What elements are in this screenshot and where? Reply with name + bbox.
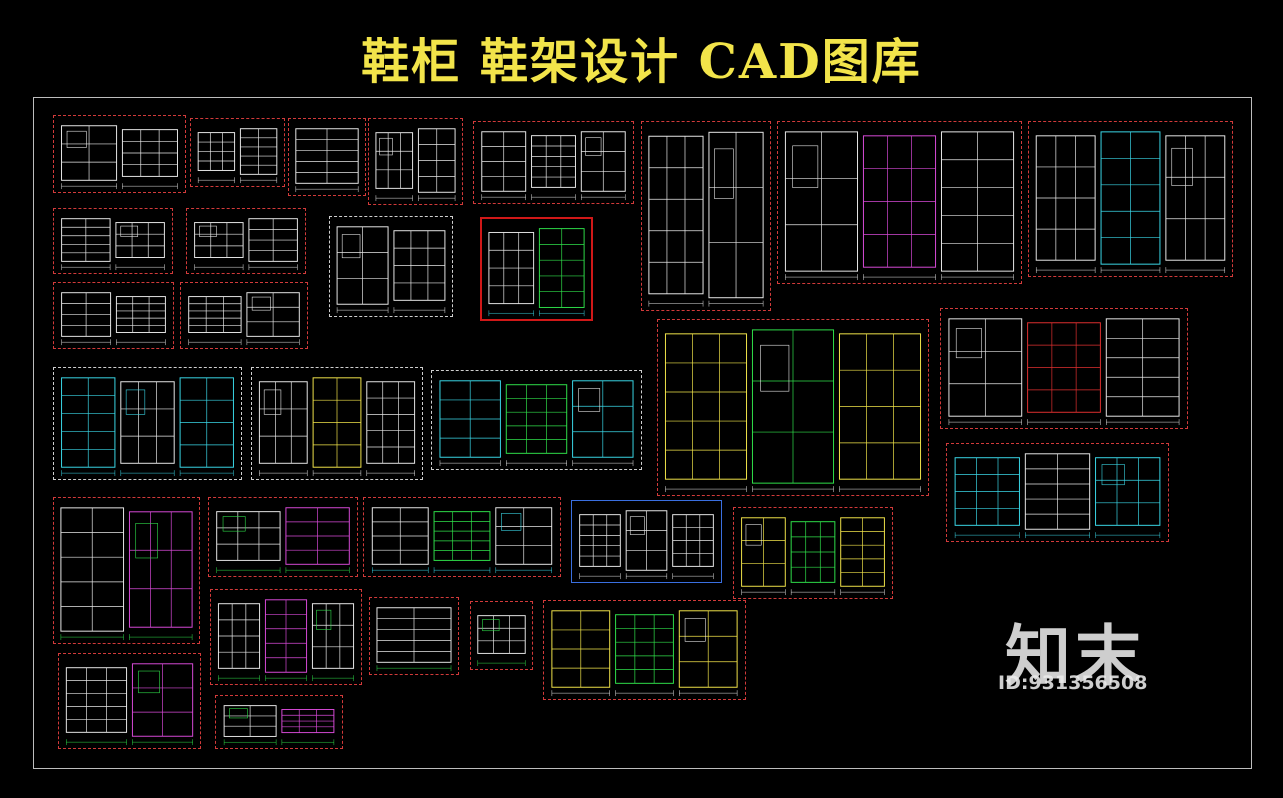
cad-drawing-sheet [480,217,593,321]
cabinet-elevation-sketch [551,610,738,697]
cabinet-elevation-sketch [295,128,359,193]
watermark-id: ID:931356508 [998,672,1148,694]
cabinet-elevation-sketch [784,131,1015,281]
cad-drawing-sheet [571,500,722,583]
cabinet-elevation-sketch [488,228,585,317]
cabinet-elevation-sketch [481,131,626,201]
cad-drawing-sheet [208,497,358,577]
cabinet-elevation-sketch [664,329,922,493]
cad-drawing-sheet [946,443,1169,542]
cabinet-elevation-sketch [60,507,193,641]
cabinet-elevation-sketch [216,507,350,574]
cabinet-elevation-sketch [1035,131,1226,274]
cad-drawing-sheet [733,507,893,599]
cabinet-elevation-sketch [336,226,446,314]
cad-drawing-sheet [190,118,285,187]
watermark-logo: 知末 [1005,618,1145,695]
cabinet-elevation-sketch [61,218,165,271]
cabinet-elevation-sketch [371,507,553,574]
cad-drawing-sheet [657,319,929,496]
cad-drawing-sheet [58,653,201,749]
cad-drawing-sheet [543,600,746,700]
cad-drawing-sheet [940,308,1188,429]
cad-drawing-sheet [210,589,362,685]
cad-drawing-sheet [369,597,459,675]
cabinet-elevation-sketch [61,377,234,477]
cabinet-elevation-sketch [223,705,335,746]
cabinet-elevation-sketch [197,128,278,184]
cad-drawing-sheet [431,370,642,470]
cad-drawing-sheet [53,367,242,480]
cabinet-elevation-sketch [194,218,298,271]
cabinet-elevation-sketch [477,615,526,666]
cad-drawing-sheet [53,208,173,274]
drawing-title: 鞋柜 鞋架设计 CAD图库 [361,34,922,90]
cabinet-elevation-sketch [258,377,416,477]
cad-drawing-sheet [1028,121,1233,277]
cad-drawing-sheet [473,121,634,204]
cabinet-elevation-sketch [954,453,1161,539]
cad-drawing-sheet [641,121,771,311]
drawing-border [33,97,1252,769]
cabinet-elevation-sketch [579,510,714,580]
cabinet-elevation-sketch [61,292,166,346]
cabinet-elevation-sketch [948,318,1180,426]
cad-drawing-sheet [368,118,463,205]
cad-drawing-sheet [363,497,561,577]
cad-drawing-sheet [180,282,308,349]
cad-drawing-sheet [777,121,1022,284]
cad-drawing-sheet [53,497,200,644]
cabinet-elevation-sketch [375,128,456,202]
cad-drawing-sheet [251,367,423,480]
cad-drawing-sheet [329,216,453,317]
cabinet-elevation-sketch [65,663,194,746]
cad-drawing-sheet [288,118,366,196]
cabinet-elevation-sketch [376,607,452,672]
cad-drawing-sheet [186,208,306,274]
cabinet-elevation-sketch [61,125,178,190]
cad-drawing-sheet [470,601,533,670]
cabinet-elevation-sketch [217,599,355,682]
cad-drawing-sheet [53,282,174,349]
cabinet-elevation-sketch [648,131,764,307]
cabinet-elevation-sketch [741,517,885,596]
cad-drawing-sheet [215,695,343,749]
cabinet-elevation-sketch [439,380,634,467]
cad-drawing-sheet [53,115,186,193]
cabinet-elevation-sketch [188,292,300,346]
